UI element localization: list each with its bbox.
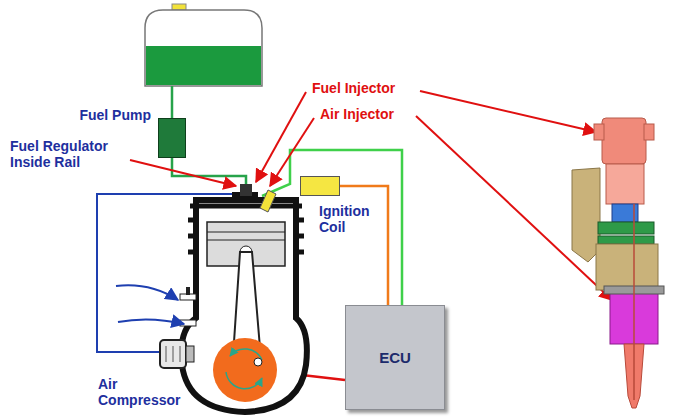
engine bbox=[180, 184, 307, 412]
ignition-coil: Ignition Coil bbox=[300, 176, 340, 196]
air-compressor bbox=[160, 340, 194, 368]
air-flow-arrow bbox=[118, 319, 184, 324]
part-label: Fuel Injector bbox=[312, 80, 395, 96]
part-label: Air Compressor bbox=[98, 376, 188, 408]
fuel-pump: Fuel Pump bbox=[158, 118, 186, 158]
node-label: Fuel Pump bbox=[79, 107, 151, 123]
part-label: Fuel Regulator Inside Rail bbox=[10, 138, 128, 170]
ecu-box: ECU bbox=[345, 305, 445, 410]
injector-cutaway bbox=[572, 118, 664, 408]
node-label: ECU bbox=[379, 350, 411, 366]
air-flow-arrow bbox=[116, 285, 178, 300]
part-label: Air Injector bbox=[320, 106, 394, 122]
leader-arrow bbox=[130, 91, 612, 300]
fuel-tank bbox=[145, 4, 262, 86]
node-label: Ignition Coil bbox=[319, 203, 383, 235]
